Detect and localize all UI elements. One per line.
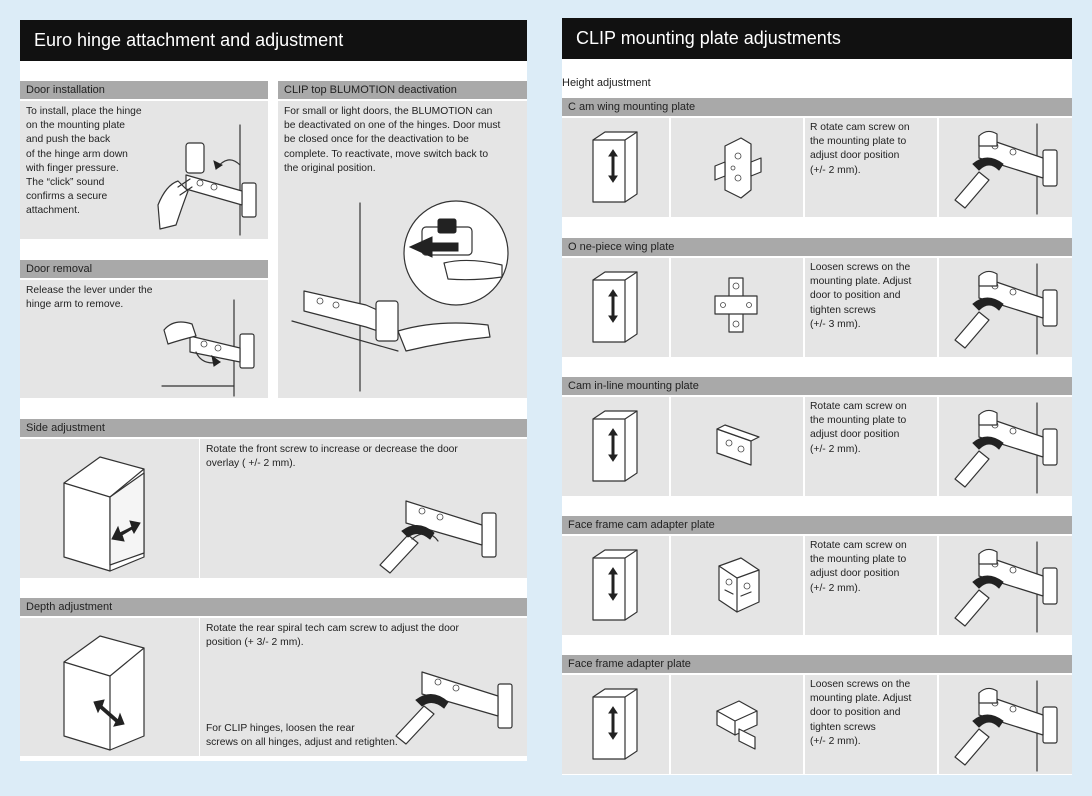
plate-row-text: Loosen screws on the mounting plate. Adj… (810, 678, 936, 749)
door-installation-panel: To install, place the hinge on the mount… (20, 101, 268, 239)
left-page: Euro hinge attachment and adjustment Doo… (20, 20, 527, 761)
hinge-screwdriver-illustration (953, 542, 1061, 632)
hinge-screwdriver-illustration (953, 681, 1061, 771)
mounting-plate-illustration (711, 411, 765, 481)
depth-adjustment-text: Rotate the rear spiral tech cam screw to… (206, 622, 524, 650)
hinge-cell (939, 118, 1072, 217)
hinge-cell (939, 675, 1072, 774)
plate-row: Rotate cam screw on the mounting plate t… (562, 397, 1072, 496)
cabinet-side-arrow-illustration (60, 453, 160, 571)
depth-adjust-screwdriver-illustration (394, 664, 524, 746)
plate-cell (671, 397, 803, 496)
plate-row: Loosen screws on the mounting plate. Adj… (562, 258, 1072, 357)
hinge-cell (939, 397, 1072, 496)
plate-row: Rotate cam screw on the mounting plate t… (562, 536, 1072, 635)
description-cell: Rotate cam screw on the mounting plate t… (805, 397, 937, 496)
hinge-screwdriver-illustration (953, 264, 1061, 354)
plate-cell (671, 675, 803, 774)
mounting-plate-illustration (711, 550, 765, 620)
side-adjustment-text: Rotate the front screw to increase or de… (206, 443, 524, 471)
side-adjustment-panel: Rotate the front screw to increase or de… (20, 439, 527, 578)
description-cell: Rotate cam screw on the mounting plate t… (805, 536, 937, 635)
height-adjustment-subheading: Height adjustment (562, 76, 862, 90)
plate-row-heading: Face frame adapter plate (562, 655, 1072, 673)
plate-row-heading: Face frame cam adapter plate (562, 516, 1072, 534)
plate-row: Loosen screws on the mounting plate. Adj… (562, 675, 1072, 774)
description-cell: R otate cam screw on the mounting plate … (805, 118, 937, 217)
depth-adjustment-cabinet-cell (20, 618, 200, 756)
door-removal-panel: Release the lever under the hinge arm to… (20, 280, 268, 398)
mounting-plate-illustration (711, 689, 765, 759)
left-page-title: Euro hinge attachment and adjustment (20, 20, 527, 61)
plate-row-text: Loosen screws on the mounting plate. Adj… (810, 261, 936, 332)
hinge-screwdriver-illustration (953, 124, 1061, 214)
side-adjustment-heading: Side adjustment (20, 419, 527, 437)
cabinet-cell (562, 397, 669, 496)
cabinet-cell (562, 258, 669, 357)
clip-top-panel: For small or light doors, the BLUMOTION … (278, 101, 527, 398)
plate-row-heading: O ne-piece wing plate (562, 238, 1072, 256)
plate-row-text: Rotate cam screw on the mounting plate t… (810, 400, 936, 457)
plate-cell (671, 258, 803, 357)
cabinet-depth-arrow-illustration (60, 632, 160, 750)
plate-cell (671, 536, 803, 635)
cabinet-cell (562, 675, 669, 774)
hinge-install-illustration (156, 125, 264, 235)
door-installation-heading: Door installation (20, 81, 268, 99)
cabinet-height-arrow-illustration (591, 409, 641, 485)
blumotion-deactivation-illustration (288, 201, 518, 391)
clip-top-heading: CLIP top BLUMOTION deactivation (278, 81, 527, 99)
plate-row: R otate cam screw on the mounting plate … (562, 118, 1072, 217)
description-cell: Loosen screws on the mounting plate. Adj… (805, 258, 937, 357)
cabinet-cell (562, 536, 669, 635)
clip-top-text: For small or light doors, the BLUMOTION … (284, 105, 524, 176)
plate-row-text: Rotate cam screw on the mounting plate t… (810, 539, 936, 596)
plate-row-heading: C am wing mounting plate (562, 98, 1072, 116)
depth-adjustment-panel: Rotate the rear spiral tech cam screw to… (20, 618, 527, 756)
cabinet-height-arrow-illustration (591, 548, 641, 624)
hinge-cell (939, 536, 1072, 635)
mounting-plate-illustration (711, 132, 765, 202)
plate-row-heading: Cam in-line mounting plate (562, 377, 1072, 395)
right-page: CLIP mounting plate adjustments Height a… (562, 18, 1072, 775)
hinge-removal-illustration (160, 300, 264, 396)
mounting-plate-illustration (711, 272, 765, 342)
side-adjust-screwdriver-illustration (378, 493, 508, 575)
right-page-title: CLIP mounting plate adjustments (562, 18, 1072, 59)
hinge-cell (939, 258, 1072, 357)
cabinet-height-arrow-illustration (591, 270, 641, 346)
hinge-screwdriver-illustration (953, 403, 1061, 493)
door-installation-text: To install, place the hinge on the mount… (26, 105, 156, 219)
plate-cell (671, 118, 803, 217)
cabinet-cell (562, 118, 669, 217)
cabinet-height-arrow-illustration (591, 130, 641, 206)
cabinet-height-arrow-illustration (591, 687, 641, 763)
plate-row-text: R otate cam screw on the mounting plate … (810, 121, 936, 178)
depth-adjustment-heading: Depth adjustment (20, 598, 527, 616)
side-adjustment-cabinet-cell (20, 439, 200, 578)
door-removal-heading: Door removal (20, 260, 268, 278)
description-cell: Loosen screws on the mounting plate. Adj… (805, 675, 937, 774)
